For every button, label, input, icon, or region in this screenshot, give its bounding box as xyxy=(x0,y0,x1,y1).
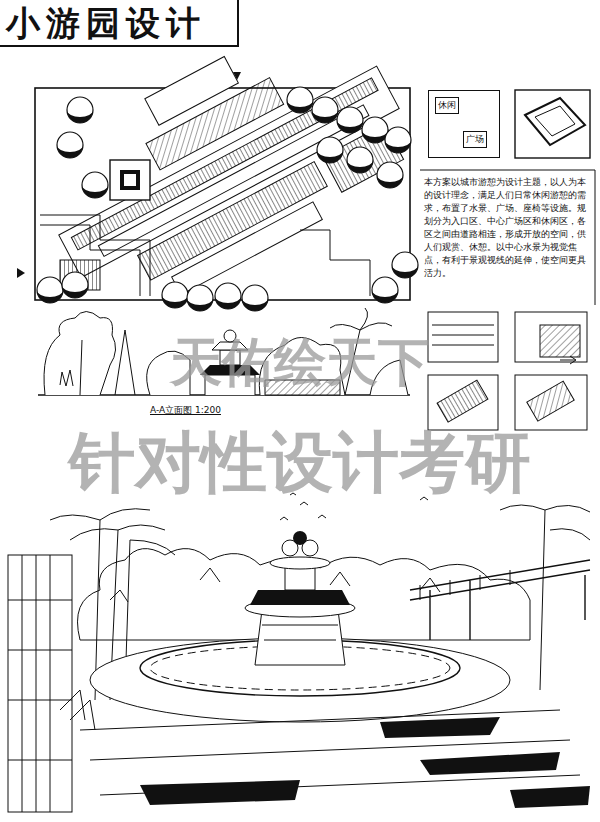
design-description: 本方案以城市游憩为设计主题，以人为本的设计理念，满足人们日常休闲游憩的需求，布置… xyxy=(424,176,590,280)
zone-label: 广场 xyxy=(463,131,487,148)
zone-label: 休闲 xyxy=(435,97,459,114)
inset-diagram: 休闲广场 xyxy=(428,90,500,158)
watermark: 天佑绘天下 xyxy=(0,328,600,398)
elevation-caption: A-A立面图 1:200 xyxy=(150,404,221,417)
watermark: 针对性设计考研 xyxy=(0,418,600,508)
sheet-title: 小游园设计 xyxy=(6,2,206,44)
